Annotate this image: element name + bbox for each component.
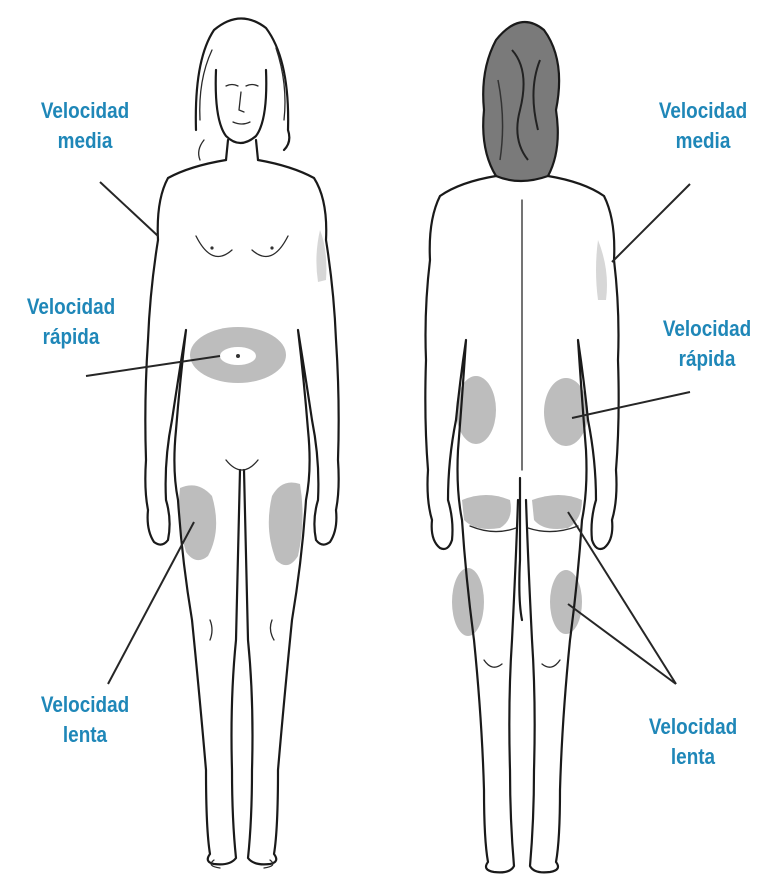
front-hair [196, 18, 290, 150]
back-left-thigh-zone [452, 568, 484, 636]
pointer-front-lenta [108, 522, 194, 684]
back-upper-arm-shading [596, 240, 607, 300]
label-back-lenta-line2: lenta [637, 742, 749, 772]
pointer-front-media [100, 182, 158, 236]
pointer-back-lenta-thigh [568, 604, 676, 684]
label-front-media: Velocidad media [29, 96, 141, 156]
label-front-rapida-line1: Velocidad [15, 292, 127, 322]
front-navel [236, 354, 240, 358]
label-front-media-line2: media [29, 126, 141, 156]
label-front-lenta-line1: Velocidad [29, 690, 141, 720]
label-back-rapida-line2: rápida [651, 344, 763, 374]
label-front-media-line1: Velocidad [29, 96, 141, 126]
label-back-rapida: Velocidad rápida [651, 314, 763, 374]
front-body-figure [145, 18, 338, 868]
label-back-rapida-line1: Velocidad [651, 314, 763, 344]
front-left-thigh-zone [179, 485, 216, 560]
label-back-media: Velocidad media [647, 96, 759, 156]
label-front-rapida: Velocidad rápida [15, 292, 127, 352]
label-front-lenta-line2: lenta [29, 720, 141, 750]
label-back-media-line1: Velocidad [647, 96, 759, 126]
front-face [216, 70, 267, 143]
pointer-back-lenta-buttock [568, 512, 676, 684]
front-right-thigh-zone [269, 483, 303, 566]
label-back-lenta-line1: Velocidad [637, 712, 749, 742]
front-upper-arm-shading [316, 230, 326, 282]
pointer-back-media [612, 184, 690, 262]
label-back-media-line2: media [647, 126, 759, 156]
back-left-buttock-zone [462, 495, 511, 529]
back-body-figure [425, 22, 618, 872]
label-front-rapida-line2: rápida [15, 322, 127, 352]
label-back-lenta: Velocidad lenta [637, 712, 749, 772]
pointer-back-rapida [572, 392, 690, 418]
label-front-lenta: Velocidad lenta [29, 690, 141, 750]
